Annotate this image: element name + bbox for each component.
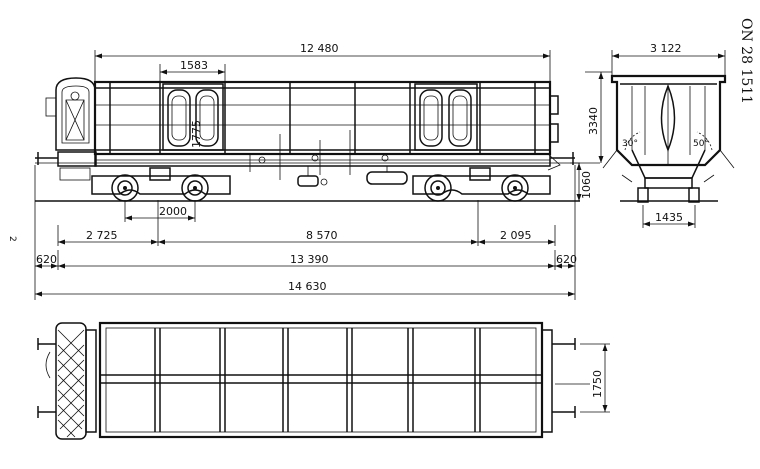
page-mark: 2: [7, 236, 17, 242]
side-door-right: [414, 83, 478, 151]
plan-view: 1750: [37, 321, 610, 440]
svg-text:620: 620: [556, 253, 577, 266]
angle-right-label: 50°: [693, 139, 709, 149]
svg-text:1583: 1583: [180, 59, 208, 72]
dim-headstocks: 620 13 390 620: [34, 165, 577, 300]
svg-text:1750: 1750: [591, 370, 604, 398]
buffers-left: [37, 338, 56, 418]
side-view: 12 480 1583 1775 3340 1060: [34, 42, 612, 300]
svg-text:8 570: 8 570: [306, 229, 338, 242]
svg-text:2 095: 2 095: [500, 229, 532, 242]
svg-text:12 480: 12 480: [300, 42, 339, 55]
dim-over-buffers: 14 630: [35, 280, 575, 297]
svg-text:620: 620: [36, 253, 57, 266]
dim-floor-height: 1060: [570, 162, 600, 201]
side-door-left: [162, 83, 224, 151]
dim-buffer-spacing: 1750: [580, 343, 610, 413]
dim-door-width: 1583: [159, 59, 226, 84]
buffers-right: [552, 338, 590, 418]
brake-equipment: [258, 154, 408, 187]
dim-overhangs: 2 725 8 570 2 095: [57, 200, 556, 246]
angle-left-label: 30°: [622, 139, 638, 149]
svg-text:14 630: 14 630: [288, 280, 327, 293]
svg-text:1060: 1060: [580, 171, 593, 199]
standard-label: ON 28 1511: [738, 18, 754, 104]
dim-door-height: 1775: [190, 120, 203, 148]
bogie-right: [412, 167, 551, 202]
dim-body-length: 12 480: [94, 42, 551, 82]
dim-body-height: 3340: [585, 71, 612, 163]
svg-text:13 390: 13 390: [290, 253, 329, 266]
dim-end-width: 3 122: [650, 42, 682, 55]
bogie-left: [91, 167, 231, 202]
svg-text:2 725: 2 725: [86, 229, 118, 242]
dim-wheelbase: 2000: [124, 200, 196, 222]
end-view: 3 122 30° 50° 1435: [602, 42, 735, 228]
svg-text:3340: 3340: [587, 107, 600, 135]
svg-text:2000: 2000: [159, 205, 187, 218]
dim-track-gauge: 1435: [655, 211, 683, 224]
